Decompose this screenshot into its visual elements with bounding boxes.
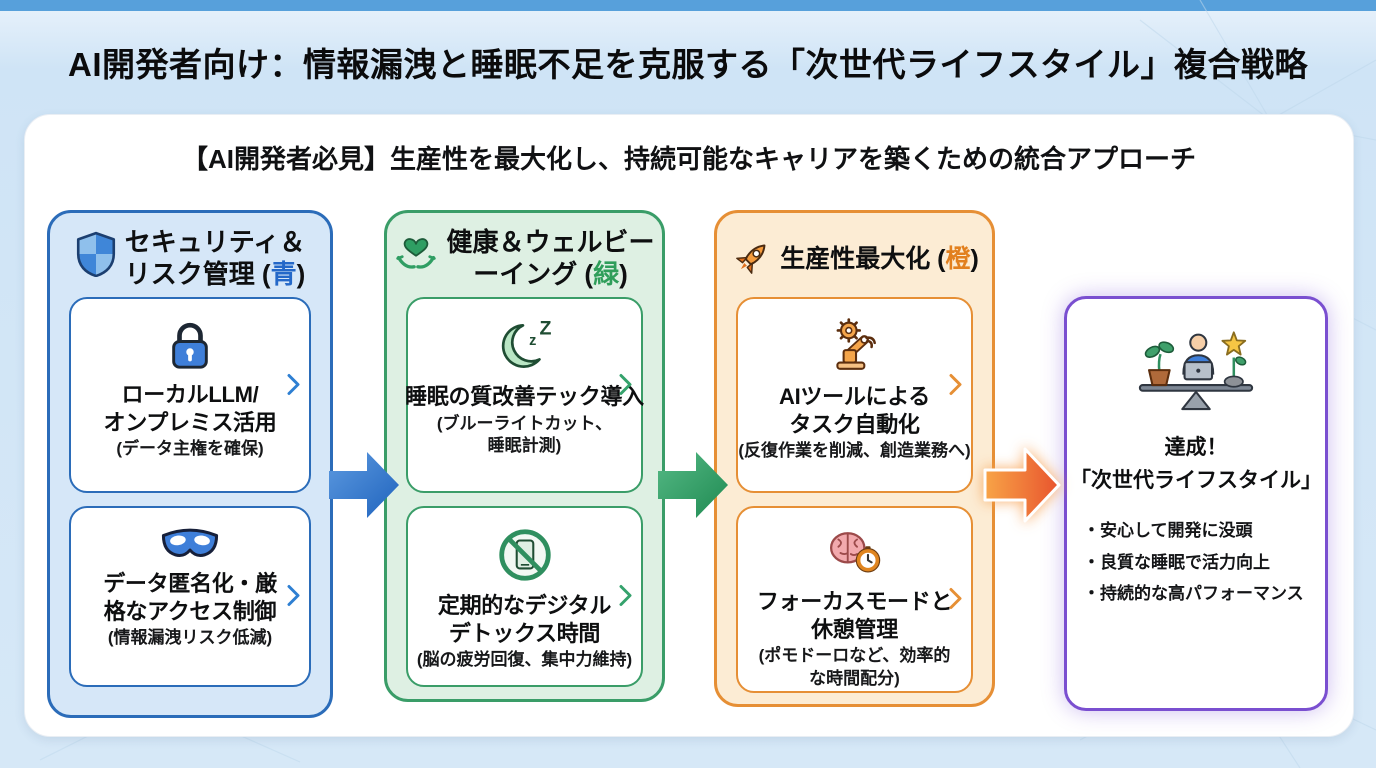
card-focus-break[interactable]: フォーカスモードと 休憩管理 (ポモドーロなど、効率的 な時間配分) xyxy=(736,506,973,693)
page-title: AI開発者向け：情報漏洩と睡眠不足を克服する「次世代ライフスタイル」複合戦略 xyxy=(68,46,1308,83)
column-productivity-title: 生産性最大化 (橙) xyxy=(780,244,979,273)
column-productivity-header: 生産性最大化 (橙) xyxy=(717,213,992,297)
sleep-moon-icon: z Z xyxy=(492,317,558,375)
lock-icon xyxy=(162,317,218,373)
chevron-right-icon xyxy=(287,374,300,401)
column-health-title-line2: ーイング (緑) xyxy=(473,259,628,289)
card-local-llm-note: (データ主権を確保) xyxy=(116,439,264,459)
card-ai-task-automation-title: AIツールによる タスク自動化 xyxy=(779,384,930,437)
column-security-title-line1: セキュリティ＆ xyxy=(124,227,306,258)
column-security-header: セキュリティ＆ リスク管理 (青) xyxy=(50,213,330,297)
column-health-header: 健康＆ウェルビー ーイング (緑) xyxy=(387,213,662,297)
card-local-llm-title: ローカルLLM/ オンプレミス活用 xyxy=(103,382,277,435)
work-life-balance-icon xyxy=(1133,325,1259,418)
goal-bullet-list: ・安心して開発に没頭 ・良質な睡眠で活力向上 ・持続的な高パフォーマンス xyxy=(1067,515,1304,609)
card-sleep-tech-title: 睡眠の質改善テック導入 xyxy=(405,384,644,409)
goal-bullet: ・持続的な高パフォーマンス xyxy=(1083,583,1304,603)
flow-arrow-blue xyxy=(329,452,399,518)
chevron-right-icon xyxy=(619,585,632,612)
card-sleep-tech-note: (ブルーライトカット、 睡眠計測) xyxy=(436,413,613,455)
mask-icon xyxy=(161,526,219,562)
card-digital-detox-note: (脳の疲労回復、集中力維持) xyxy=(416,650,633,670)
card-digital-detox[interactable]: 定期的なデジタル デトックス時間 (脳の疲労回復、集中力維持) xyxy=(406,506,643,687)
shield-icon xyxy=(75,231,117,277)
robot-arm-icon xyxy=(826,317,884,375)
column-security-title-line2: リスク管理 (青) xyxy=(124,259,306,289)
hands-heart-icon xyxy=(394,231,438,275)
column-health-title-line1: 健康＆ウェルビー xyxy=(446,227,655,258)
brain-clock-icon xyxy=(823,526,887,580)
card-data-anonymization-note: (情報漏洩リスク低減) xyxy=(107,628,273,648)
chevron-right-icon xyxy=(949,374,962,401)
svg-text:z: z xyxy=(529,333,536,349)
goal-title: 達成！ 「次世代ライフスタイル」 xyxy=(1070,436,1322,492)
no-phone-icon xyxy=(496,526,554,584)
chevron-right-icon xyxy=(949,588,962,615)
chevron-right-icon xyxy=(619,374,632,401)
flow-arrow-orange xyxy=(983,447,1061,523)
card-data-anonymization-title: データ匿名化・厳 格なアクセス制御 xyxy=(103,571,277,624)
card-local-llm[interactable]: ローカルLLM/ オンプレミス活用 (データ主権を確保) xyxy=(69,297,311,493)
panel-subtitle: 【AI開発者必見】生産性を最大化し、持続可能なキャリアを築くための統合アプローチ xyxy=(181,144,1196,174)
column-productivity: 生産性最大化 (橙) xyxy=(714,210,995,707)
goal-bullet: ・良質な睡眠で活力向上 xyxy=(1083,552,1270,572)
card-focus-break-title: フォーカスモードと 休憩管理 xyxy=(756,589,953,642)
chevron-right-icon xyxy=(287,585,300,612)
card-sleep-tech[interactable]: z Z 睡眠の質改善テック導入 (ブルーライトカット、 睡眠計測) xyxy=(405,297,644,493)
card-ai-task-automation[interactable]: AIツールによる タスク自動化 (反復作業を削減、創造業務へ) xyxy=(736,297,973,493)
card-ai-task-automation-note: (反復作業を削減、創造業務へ) xyxy=(738,441,971,461)
card-focus-break-note: (ポモドーロなど、効率的 な時間配分) xyxy=(758,646,951,688)
main-panel: 【AI開発者必見】生産性を最大化し、持続可能なキャリアを築くための統合アプローチ… xyxy=(24,114,1354,737)
card-data-anonymization[interactable]: データ匿名化・厳 格なアクセス制御 (情報漏洩リスク低減) xyxy=(69,506,311,687)
column-security: セキュリティ＆ リスク管理 (青) ローカルLLM/ オンプレミス活用 (データ… xyxy=(47,210,333,718)
column-health: 健康＆ウェルビー ーイング (緑) z Z 睡眠の質改善テック導入 (ブルーライ… xyxy=(384,210,665,702)
card-digital-detox-title: 定期的なデジタル デトックス時間 xyxy=(437,593,612,646)
flow-arrow-green xyxy=(658,452,728,518)
svg-text:Z: Z xyxy=(539,318,551,340)
goal-card: 達成！ 「次世代ライフスタイル」 ・安心して開発に没頭 ・良質な睡眠で活力向上 … xyxy=(1064,296,1328,711)
top-accent-bar xyxy=(0,0,1376,11)
goal-bullet: ・安心して開発に没頭 xyxy=(1083,521,1253,541)
rocket-icon xyxy=(730,238,772,280)
